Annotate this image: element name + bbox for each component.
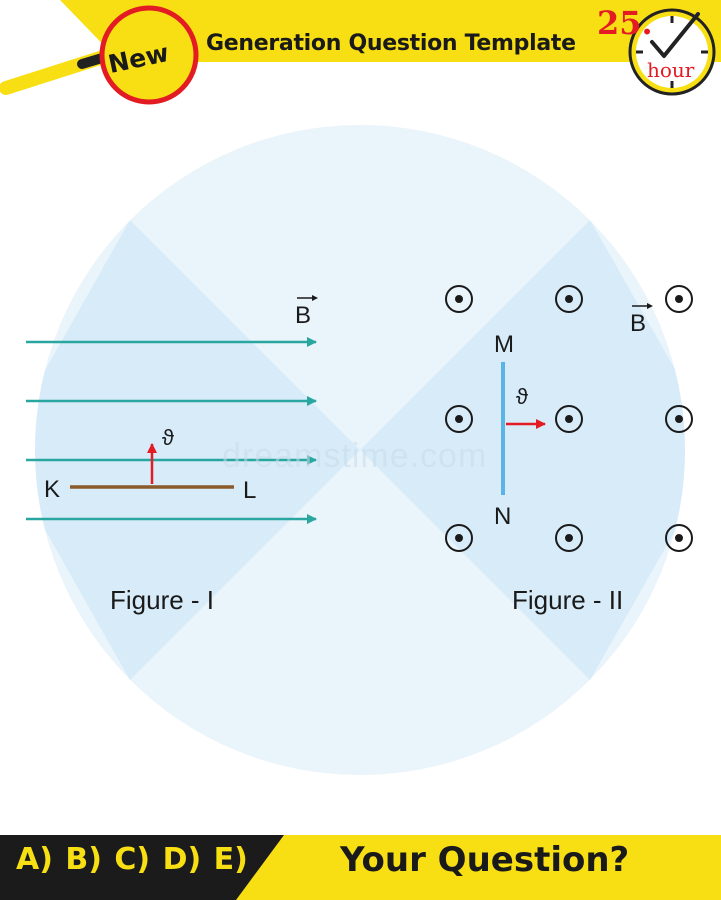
field-out-of-page-icon	[445, 285, 473, 313]
field-out-of-page-icon	[665, 285, 693, 313]
field-out-of-page-icon	[665, 405, 693, 433]
field-symbol-b-figure-2: B	[630, 310, 647, 337]
header-white-band	[120, 62, 721, 68]
footer-yellow-bar	[200, 835, 721, 900]
figure-1-label: Figure - I	[110, 585, 215, 615]
field-out-of-page-icon	[555, 524, 583, 552]
magnifier-lens-icon	[99, 5, 199, 105]
clock-unit: hour	[647, 58, 695, 82]
background-right-segment	[360, 220, 685, 680]
page-title: Generation Question Template	[206, 31, 576, 56]
point-l-label: L	[243, 477, 257, 504]
answer-options: A) B) C) D) E)	[16, 842, 248, 877]
vector-head-b1	[312, 295, 318, 301]
velocity-symbol-figure-1: ϑ	[162, 425, 175, 450]
clock-icon	[628, 8, 716, 96]
point-k-label: K	[44, 476, 61, 503]
header-graphic	[0, 0, 721, 105]
field-out-of-page-icon	[665, 524, 693, 552]
clock-number: 25.	[597, 4, 653, 42]
field-out-of-page-icon	[555, 285, 583, 313]
field-out-of-page-icon	[445, 405, 473, 433]
question-prompt: Your Question?	[340, 840, 630, 880]
field-out-of-page-icon	[445, 524, 473, 552]
field-out-of-page-icon	[555, 405, 583, 433]
footer-black-bar	[0, 835, 284, 900]
figure-2-label: Figure - II	[512, 585, 624, 615]
watermark: dreamstime.com	[222, 437, 488, 475]
vector-head-b2	[647, 303, 653, 309]
field-symbol-b-figure-1: B	[295, 302, 312, 329]
velocity-symbol-figure-2: ϑ	[516, 384, 529, 409]
point-n-label: N	[494, 503, 512, 530]
background-left-segment	[35, 220, 360, 680]
point-m-label: M	[494, 331, 514, 358]
header-yellow-bar	[60, 0, 721, 62]
